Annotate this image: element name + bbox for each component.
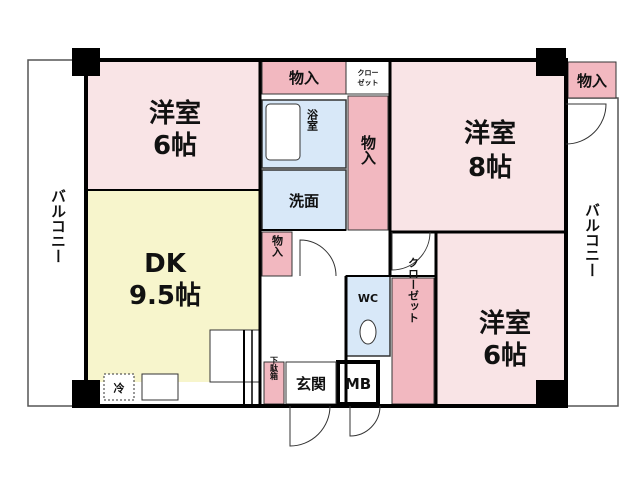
toilet-icon	[359, 319, 377, 345]
washroom-label: 洗面	[289, 192, 319, 210]
room-western-tr-size: 8帖	[468, 153, 512, 183]
room-dk-type: DK	[144, 249, 187, 279]
closet-small	[345, 59, 391, 95]
pillars	[72, 48, 566, 408]
room-western-br	[436, 232, 566, 404]
closet-label: クローゼット	[407, 257, 420, 323]
balcony-left-label: バルコニー	[49, 189, 67, 264]
storage-right-label: 物入	[577, 72, 607, 90]
storage-vertical-label: 物入	[359, 134, 377, 165]
washroom	[261, 169, 347, 231]
bathroom-label: 浴室	[306, 108, 319, 131]
fridge-label: 冷	[114, 381, 125, 395]
room-western-br-type: 洋室	[479, 308, 531, 339]
entrance	[285, 361, 337, 405]
sink	[141, 373, 179, 401]
room-western-br-size: 6帖	[483, 341, 527, 371]
entrance-label: 玄関	[296, 375, 326, 393]
closet-vertical	[391, 277, 435, 405]
room-dk-size: 9.5帖	[129, 281, 201, 311]
balcony-right-label: バルコニー	[583, 203, 601, 278]
room-western-tr	[390, 60, 566, 232]
closet-small-line1: クロー	[358, 68, 379, 77]
meter-box-label: MB	[345, 375, 371, 393]
balcony-right: バルコニー	[565, 97, 619, 407]
balcony-left: バルコニー	[27, 59, 87, 407]
room-western-tl-type: 洋室	[149, 98, 201, 129]
fridge	[103, 373, 135, 401]
room-western-tr-type: 洋室	[464, 118, 516, 149]
storage-mid-label: 物入	[271, 234, 284, 258]
shoe-box-label: 下駄箱	[269, 356, 279, 381]
wc-label: WC	[358, 292, 378, 305]
storage-top-left-label: 物入	[289, 69, 319, 87]
closet-small-line2: ゼット	[358, 78, 379, 87]
doors	[289, 103, 607, 447]
storage-top-left	[261, 59, 347, 95]
room-western-tl-size: 6帖	[153, 131, 197, 161]
room-western-tl	[86, 60, 260, 190]
bathtub	[265, 103, 301, 161]
storage-vertical	[347, 95, 389, 231]
storage-mid	[261, 231, 293, 277]
